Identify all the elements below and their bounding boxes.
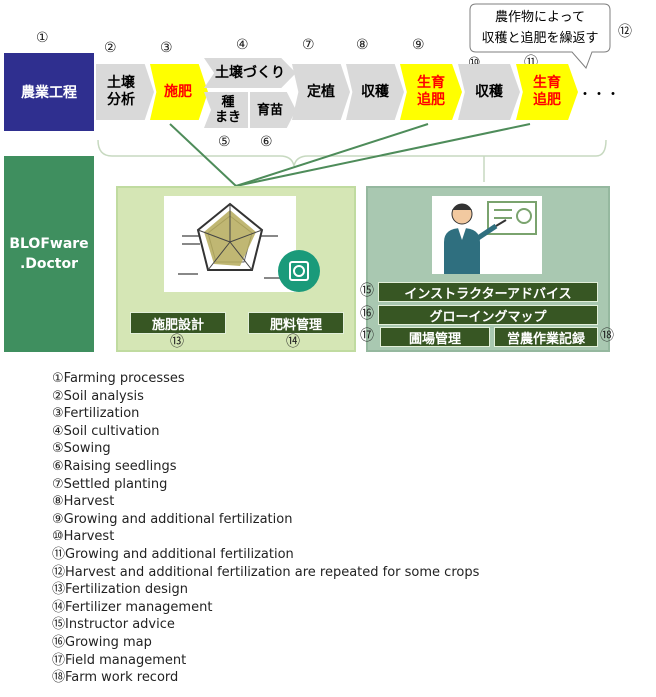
tool-number: ⑬ xyxy=(170,334,184,350)
step-growing-fertilization-2: 生育 追肥 xyxy=(516,64,578,120)
step-number: ① xyxy=(36,30,49,46)
diagram-connectors xyxy=(97,3,611,187)
tool-number: ⑰ xyxy=(360,328,374,344)
connector-line xyxy=(235,123,429,187)
tool-field-management[interactable]: 圃場管理 xyxy=(380,327,490,347)
legend-list: ①Farming processes ②Soil analysis ③Ferti… xyxy=(52,370,479,687)
legend-item: ⑮Instructor advice xyxy=(52,617,175,633)
legend-item: ⑫Harvest and additional fertilization ar… xyxy=(52,564,480,580)
legend-item: ⑥Raising seedlings xyxy=(52,458,177,474)
chart-illustration xyxy=(164,196,296,292)
step-growing-fertilization: 生育 追肥 xyxy=(400,64,462,120)
step-sowing: 種 まき xyxy=(204,92,248,128)
tool-fertilizer-management[interactable]: 肥料管理 xyxy=(248,312,344,334)
process-brace xyxy=(97,139,607,167)
step-fertilization: 施肥 xyxy=(150,64,208,120)
step-number: ② xyxy=(104,40,117,56)
instructor-illustration xyxy=(432,196,542,274)
legend-item: ⑱Farm work record xyxy=(52,670,179,686)
step-number: ⑫ xyxy=(618,24,632,40)
legend-item: ⑭Fertilizer management xyxy=(52,599,213,615)
legend-item: ④Soil cultivation xyxy=(52,423,160,439)
step-number: ④ xyxy=(236,37,249,53)
legend-item: ⑯Growing map xyxy=(52,634,152,650)
callout-text: 農作物によって 収穫と追肥を繰返す xyxy=(481,10,599,46)
step-number: ⑦ xyxy=(302,37,315,53)
step-number: ⑥ xyxy=(260,134,273,150)
step-soil-cultivation: 土壌づくり xyxy=(204,58,296,88)
tool-fertilization-design[interactable]: 施肥設計 xyxy=(130,312,226,334)
step-number: ③ xyxy=(160,40,173,56)
tool-number: ⑮ xyxy=(360,283,374,299)
legend-item: ⑦Settled planting xyxy=(52,476,168,492)
callout-bubble xyxy=(469,3,611,69)
step-number: ⑧ xyxy=(356,37,369,53)
tool-growing-map[interactable]: グローイングマップ xyxy=(378,305,598,325)
step-raising-seedlings: 育苗 xyxy=(250,92,296,128)
legend-item: ⑨Growing and additional fertilization xyxy=(52,511,293,527)
tool-number: ⑯ xyxy=(360,306,374,322)
radar-chart-icon xyxy=(178,202,282,279)
step-harvest: 収穫 xyxy=(346,64,404,120)
legend-item: ⑬Fertilization design xyxy=(52,582,188,598)
tool-farm-work-record[interactable]: 営農作業記録 xyxy=(494,327,598,347)
legend-item: ①Farming processes xyxy=(52,371,185,386)
tool-number: ⑭ xyxy=(286,334,300,350)
legend-item: ⑧Harvest xyxy=(52,494,115,510)
connector-line xyxy=(235,123,531,187)
farming-process-label: 農業工程 xyxy=(4,53,94,131)
step-number: ⑨ xyxy=(412,37,425,53)
step-number: ⑤ xyxy=(218,134,231,150)
step-settled-planting: 定植 xyxy=(292,64,350,120)
tool-instructor-advice[interactable]: インストラクターアドバイス xyxy=(378,282,598,302)
legend-item: ⑩Harvest xyxy=(52,529,115,545)
instructor-icon xyxy=(444,201,537,274)
tool-number: ⑱ xyxy=(600,328,614,344)
legend-item: ②Soil analysis xyxy=(52,388,144,404)
legend-item: ⑤Sowing xyxy=(52,441,111,457)
blofware-label: BLOFware .Doctor xyxy=(4,156,94,352)
legend-item: ③Fertilization xyxy=(52,406,140,422)
legend-item: ⑪Growing and additional fertilization xyxy=(52,546,294,562)
fertilizer-bag-icon xyxy=(278,250,320,292)
legend-item: ⑰Field management xyxy=(52,652,187,668)
connector-line xyxy=(169,123,237,187)
step-soil-analysis: 土壌 分析 xyxy=(96,64,154,120)
step-harvest-2: 収穫 xyxy=(458,64,520,120)
ellipsis: ・・・ xyxy=(578,87,620,103)
